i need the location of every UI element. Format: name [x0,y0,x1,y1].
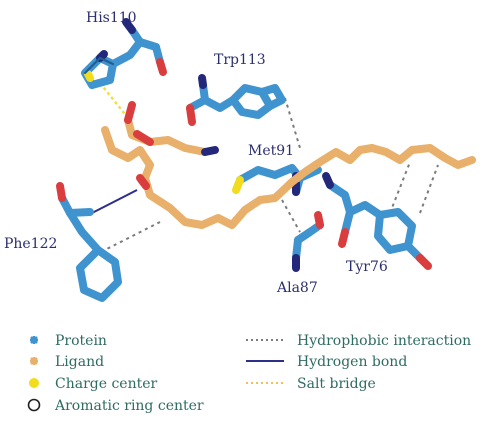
salt-bridge [99,82,129,119]
ligand-sticks [101,101,476,229]
label-tyr76: Tyr76 [346,259,388,275]
aromatic-ring-center-swatch-icon [27,398,41,412]
legend-label-ligand: Ligand [55,354,104,370]
residue-his110-sticks [81,18,167,89]
legend-item-hydrogen-bond: Hydrogen bond [246,354,407,370]
label-his110: His110 [86,10,137,26]
legend-label-hydrophobic: Hydrophobic interaction [297,333,471,349]
ligand-swatch-icon [30,357,38,365]
hydrophobic-interactions [94,97,439,256]
residue-trp113-sticks [186,74,286,126]
legend-label-hydrogen-bond: Hydrogen bond [297,354,407,370]
charge-center-swatch-icon [29,378,39,388]
legend-label-protein: Protein [55,333,107,349]
legend-label-aromatic-ring-center: Aromatic ring center [54,398,204,414]
residue-phe122-sticks [56,182,122,302]
residue-ala87-sticks [292,211,324,272]
legend-item-hydrophobic: Hydrophobic interaction [246,333,471,349]
legend: Protein Ligand Charge center Aromatic ri… [27,333,471,414]
legend-label-salt-bridge: Salt bridge [297,376,376,392]
legend-item-salt-bridge: Salt bridge [246,376,376,392]
legend-item-protein: Protein [30,333,107,349]
legend-item-charge-center: Charge center [29,376,158,392]
label-met91: Met91 [248,143,294,159]
label-trp113: Trp113 [214,52,266,68]
legend-item-ligand: Ligand [30,354,104,370]
legend-label-charge-center: Charge center [55,376,158,392]
protein-swatch-icon [30,336,38,344]
label-phe122: Phe122 [4,236,57,252]
hydrogen-bond [91,189,138,214]
label-ala87: Ala87 [276,280,318,296]
residue-tyr76-sticks [322,172,432,270]
legend-item-aromatic-ring-center: Aromatic ring center [27,398,204,414]
